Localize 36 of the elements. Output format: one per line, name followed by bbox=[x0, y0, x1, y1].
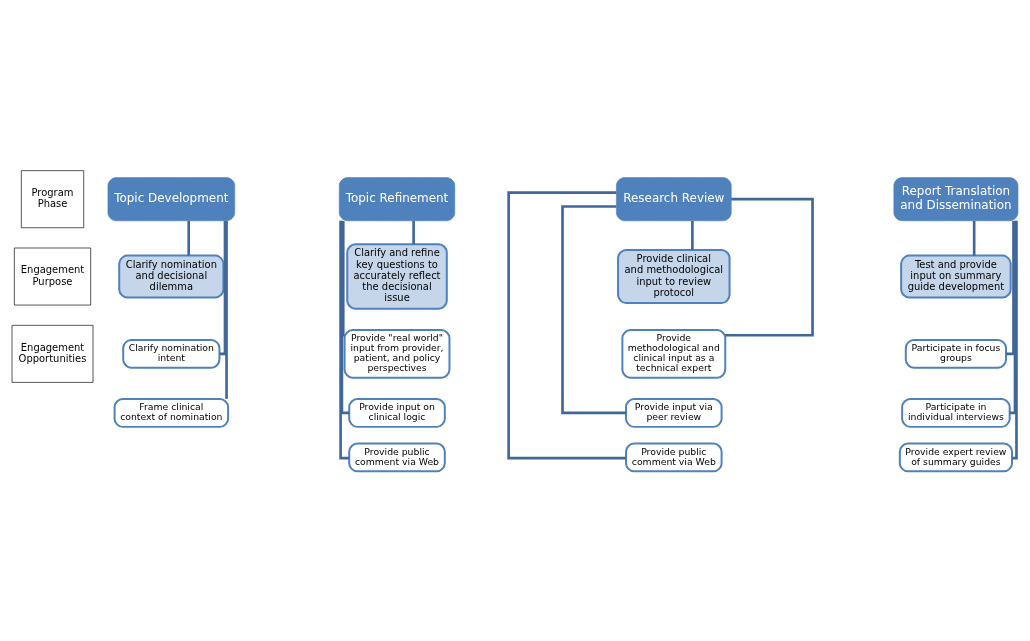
node-box: Provide "real world" input from provider, patient, and policy perspectives bbox=[343, 328, 451, 379]
node-box: Clarify and refine key questions to accurately reflect the decisional issue bbox=[346, 242, 448, 310]
node-box: Provide public comment via Web bbox=[348, 441, 446, 472]
node-box: Program Phase bbox=[21, 169, 85, 228]
connector bbox=[341, 220, 346, 337]
node-box: Report Translation and Dissemination bbox=[893, 176, 1019, 221]
connector bbox=[1006, 220, 1015, 355]
node-box: Provide public comment via Web bbox=[625, 441, 723, 472]
node-box: Clarify nomination intent bbox=[122, 338, 221, 369]
connector bbox=[187, 220, 191, 255]
node-box: Research Review bbox=[616, 176, 732, 221]
node-box: Frame clinical context of nomination bbox=[113, 397, 230, 428]
connector bbox=[340, 220, 350, 414]
connector bbox=[725, 197, 814, 337]
connector bbox=[507, 190, 626, 459]
connector bbox=[225, 220, 228, 399]
node-box: Topic Refinement bbox=[338, 176, 456, 221]
connector bbox=[1009, 220, 1017, 414]
node-box: Provide input via peer review bbox=[625, 397, 723, 428]
node-box: Provide input on clinical logic bbox=[348, 397, 446, 428]
node-box: Participate in individual interviews bbox=[901, 397, 1011, 428]
node-box: Topic Development bbox=[107, 176, 236, 221]
node-box: Participate in focus groups bbox=[904, 338, 1008, 369]
node-box: Provide methodological and clinical input as a technical expert bbox=[621, 328, 727, 379]
connector bbox=[219, 220, 227, 355]
connector bbox=[412, 220, 415, 244]
node-box: Provide clinical and methodological input to review protocol bbox=[617, 248, 731, 304]
node-box: Clarify nomination and decisional dilemma bbox=[118, 254, 225, 298]
node-box: Engagement Purpose bbox=[14, 247, 91, 305]
connector bbox=[561, 204, 626, 414]
connector bbox=[339, 220, 350, 459]
node-box: Test and provide input on summary guide development bbox=[900, 254, 1012, 298]
node-box: Engagement Opportunities bbox=[11, 324, 94, 383]
connector bbox=[691, 220, 694, 250]
connector bbox=[972, 220, 976, 255]
node-box: Provide expert review of summary guides bbox=[898, 441, 1013, 472]
